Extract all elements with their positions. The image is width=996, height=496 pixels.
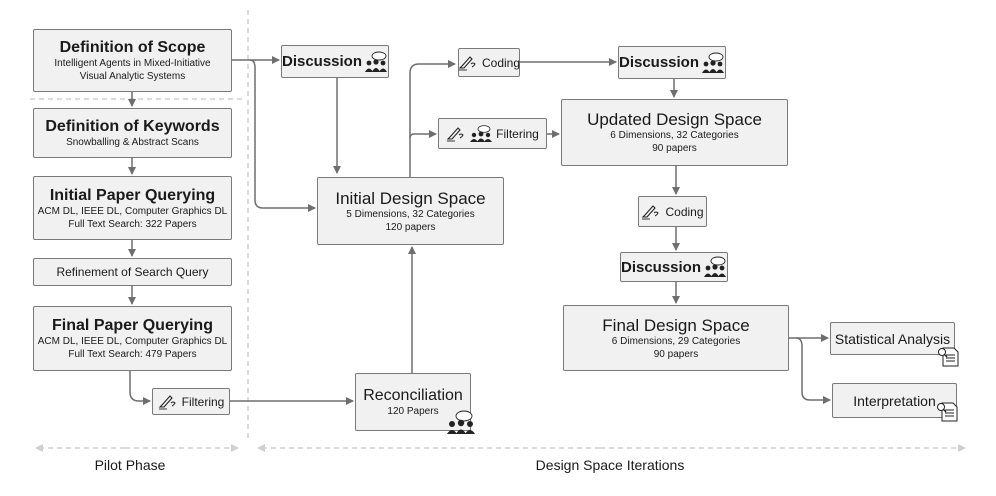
final-paper-querying-line2: Full Text Search: 479 Papers xyxy=(68,349,197,360)
final-paper-querying-title: Final Paper Querying xyxy=(52,317,213,334)
updated-design-space-line2: 90 papers xyxy=(652,143,697,154)
design-space-iterations-label: Design Space Iterations xyxy=(535,457,685,473)
interpretation-title: Interpretation xyxy=(853,392,936,409)
interpretation-node: Interpretation xyxy=(832,383,957,418)
discussion-label-3: Discussion xyxy=(620,258,702,276)
final-paper-querying-line1: ACM DL, IEEE DL, Computer Graphics DL xyxy=(37,336,228,347)
discussion-node-3: Discussion xyxy=(620,252,728,282)
final-paper-querying-node: Final Paper Querying ACM DL, IEEE DL, Co… xyxy=(33,306,232,371)
discussion-node-1: Discussion xyxy=(281,45,389,78)
refinement-title: Refinement of Search Query xyxy=(56,264,209,279)
updated-design-space-line1: 6 Dimensions, 32 Categories xyxy=(610,130,739,141)
people-group-icon xyxy=(701,52,725,74)
initial-design-space-node: Initial Design Space 5 Dimensions, 32 Ca… xyxy=(317,177,504,245)
coding-step-1: Coding xyxy=(458,48,520,77)
discussion-label-1: Discussion xyxy=(281,53,363,70)
arrow-final-space-to-interpretation xyxy=(795,337,831,404)
definition-of-keywords-node: Definition of Keywords Snowballing & Abs… xyxy=(33,108,232,158)
people-group-icon xyxy=(364,51,388,73)
statistical-analysis-title: Statistical Analysis xyxy=(834,330,951,347)
arrow-initial-space-to-coding xyxy=(409,60,456,177)
initial-paper-querying-line2: Full Text Search: 322 Papers xyxy=(68,218,197,230)
discussion-label-2: Discussion xyxy=(618,54,700,71)
writing-hand-icon xyxy=(641,204,661,220)
final-design-space-title: Final Design Space xyxy=(602,315,750,335)
final-design-space-node: Final Design Space 6 Dimensions, 29 Cate… xyxy=(563,305,789,371)
filtering-label-iteration: Filtering xyxy=(496,126,539,141)
reconciliation-line1: 120 Papers xyxy=(387,406,439,417)
arrow-initial-space-to-filtering xyxy=(409,130,437,139)
definition-of-keywords-line1: Snowballing & Abstract Scans xyxy=(66,137,199,148)
coding-label-1: Coding xyxy=(481,55,521,70)
initial-paper-querying-node: Initial Paper Querying ACM DL, IEEE DL, … xyxy=(33,176,232,240)
initial-design-space-line2: 120 papers xyxy=(385,221,436,233)
statistical-analysis-node: Statistical Analysis xyxy=(830,322,955,355)
coding-step-2: Coding xyxy=(638,196,707,227)
initial-paper-querying-line1: ACM DL, IEEE DL, Computer Graphics DL xyxy=(37,205,228,217)
reconciliation-title: Reconciliation xyxy=(363,387,463,404)
definition-of-scope-line2: Visual Analytic Systems xyxy=(79,71,186,82)
final-design-space-line2: 90 papers xyxy=(653,348,699,360)
document-magnifier-icon xyxy=(937,345,959,367)
definition-of-keywords-title: Definition of Keywords xyxy=(45,118,220,135)
pilot-phase-label: Pilot Phase xyxy=(94,457,166,473)
people-group-icon xyxy=(446,410,476,435)
arrow-final-query-to-filtering xyxy=(129,371,151,405)
filtering-step-iteration: Filtering xyxy=(438,118,547,149)
arrow-scope-to-initial-space xyxy=(249,59,316,212)
final-design-space-line1: 6 Dimensions, 29 Categories xyxy=(611,335,741,347)
coding-label-2: Coding xyxy=(665,204,704,219)
updated-design-space-title: Updated Design Space xyxy=(587,110,762,129)
writing-hand-icon xyxy=(446,126,466,142)
document-magnifier-icon xyxy=(936,400,958,422)
definition-of-scope-node: Definition of Scope Intelligent Agents i… xyxy=(33,29,232,92)
definition-of-scope-title: Definition of Scope xyxy=(59,39,206,56)
discussion-node-2: Discussion xyxy=(618,46,726,79)
writing-hand-icon xyxy=(158,394,178,410)
initial-paper-querying-title: Initial Paper Querying xyxy=(49,186,216,204)
people-group-icon xyxy=(703,256,727,278)
definition-of-scope-line1: Intelligent Agents in Mixed-Initiative xyxy=(54,58,211,69)
initial-design-space-line1: 5 Dimensions, 32 Categories xyxy=(346,208,475,220)
refinement-node: Refinement of Search Query xyxy=(33,258,232,286)
updated-design-space-node: Updated Design Space 6 Dimensions, 32 Ca… xyxy=(561,99,788,166)
filtering-label-pilot: Filtering xyxy=(181,394,225,409)
writing-hand-icon xyxy=(458,55,478,71)
filtering-step-pilot: Filtering xyxy=(152,388,230,415)
initial-design-space-title: Initial Design Space xyxy=(335,188,486,208)
people-group-icon xyxy=(470,124,493,143)
